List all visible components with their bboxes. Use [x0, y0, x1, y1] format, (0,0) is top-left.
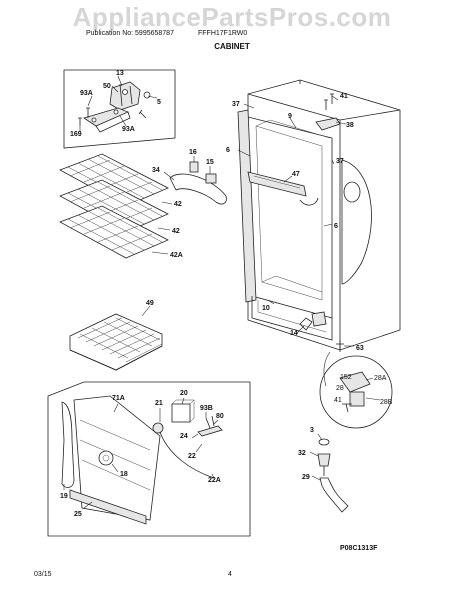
- callout-28a: 28A: [374, 375, 387, 382]
- callout-3: 3: [310, 427, 314, 434]
- page-number: 4: [228, 571, 232, 578]
- publication-number: Publication No: 5995658787: [86, 30, 174, 37]
- callout-16: 16: [189, 149, 197, 156]
- callout-38: 38: [346, 122, 354, 129]
- callout-32: 32: [298, 450, 306, 457]
- callout-50: 50: [103, 83, 111, 90]
- callout-22: 22: [188, 453, 196, 460]
- callout-37-right: 37: [336, 158, 344, 165]
- callout-25: 25: [74, 511, 82, 518]
- door-handle-47: [247, 171, 319, 206]
- callout-37: 37: [232, 101, 240, 108]
- callout-6-right: 6: [334, 223, 338, 230]
- callout-24: 24: [180, 433, 188, 440]
- callout-15: 15: [206, 159, 214, 166]
- footer-date: 03/15: [34, 571, 52, 578]
- callout-20: 20: [180, 390, 188, 397]
- light-assembly: [163, 156, 227, 205]
- leg-detail-circle: [319, 351, 393, 429]
- callout-42-second: 42: [172, 228, 180, 235]
- callout-41: 41: [340, 93, 348, 100]
- callout-34: 34: [152, 167, 160, 174]
- hinge-inset: [63, 69, 176, 149]
- callout-42a: 42A: [170, 252, 183, 259]
- callout-49: 49: [146, 300, 154, 307]
- callout-5: 5: [157, 99, 161, 106]
- callout-80: 80: [216, 413, 224, 420]
- callout-19: 19: [60, 493, 68, 500]
- callout-18: 18: [120, 471, 128, 478]
- section-title: CABINET: [214, 42, 250, 51]
- callout-14: 14: [290, 330, 298, 337]
- callout-47: 47: [292, 171, 300, 178]
- callout-10: 10: [262, 305, 270, 312]
- callout-28: 28: [336, 385, 344, 392]
- diagram-code: P08C1313F: [340, 545, 378, 552]
- callout-93a-lower: 93A: [122, 126, 135, 133]
- callout-6: 6: [226, 147, 230, 154]
- evaporator-cover-inset: [47, 381, 251, 537]
- callout-29: 29: [302, 474, 310, 481]
- watermark: AppliancePartsPros.com: [72, 2, 392, 32]
- callout-63: 63: [356, 345, 364, 352]
- callout-28b: 28B: [380, 399, 393, 406]
- callout-71a: 71A: [112, 395, 125, 402]
- drain-assembly: [309, 433, 349, 513]
- model-number: FFFH17F1RW0: [198, 30, 248, 37]
- cabinet-body: [237, 79, 401, 352]
- callout-21: 21: [155, 400, 163, 407]
- basket-49: [69, 305, 163, 371]
- callout-152: 152: [340, 374, 352, 381]
- wire-shelves: [59, 153, 173, 259]
- callout-93b: 93B: [200, 405, 213, 412]
- callout-13: 13: [116, 70, 124, 77]
- callout-22a: 22A: [208, 477, 221, 484]
- callout-93a: 93A: [80, 90, 93, 97]
- callout-41-detail: 41: [334, 397, 342, 404]
- callout-42: 42: [174, 201, 182, 208]
- callout-9: 9: [288, 113, 292, 120]
- callout-169: 169: [70, 131, 82, 138]
